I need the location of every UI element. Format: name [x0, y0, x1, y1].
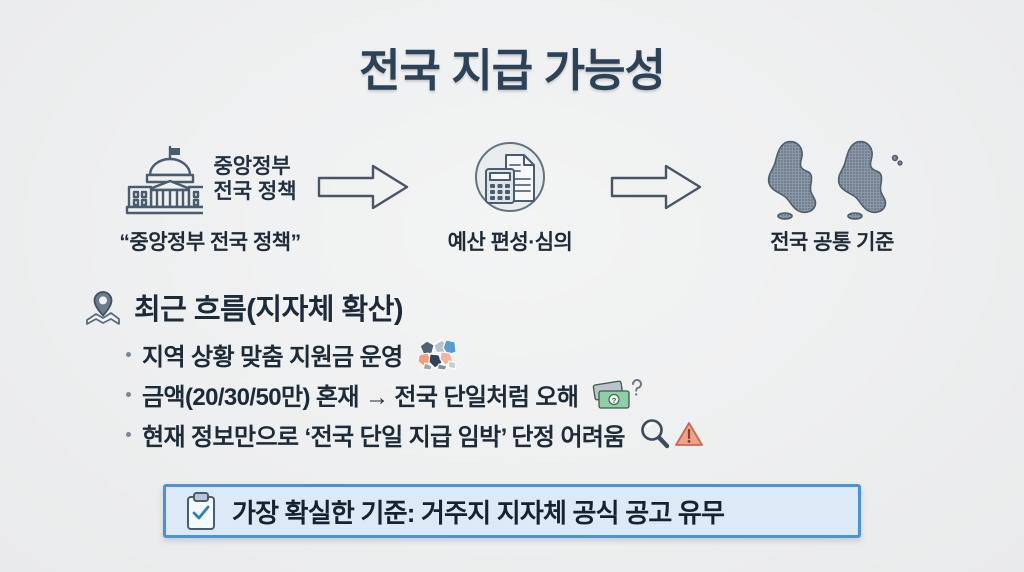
- map-pin-icon: [84, 288, 122, 326]
- list-item: 금액(20/30/50만) 혼재 → 전국 단일처럼 오해 ?: [126, 374, 926, 414]
- magnifier-icon: [638, 417, 672, 451]
- question-mark-icon: [632, 379, 643, 396]
- svg-text:?: ?: [612, 396, 617, 405]
- callout-box: 가장 확실한 기준: 거주지 지자체 공식 공고 유무: [163, 484, 861, 538]
- bullet-icons-3: [638, 417, 704, 451]
- section-heading: 최근 흐름(지자체 확산): [84, 286, 404, 328]
- clipboard-check-icon: [184, 491, 218, 531]
- page-title: 전국 지급 가능성: [359, 45, 666, 96]
- warning-triangle-icon: [674, 419, 704, 449]
- calculator-document-icon: [468, 137, 552, 221]
- flow-node-caption-central-government: “중앙정부 전국 정책”: [119, 231, 301, 254]
- bullet-icons-1: [416, 337, 458, 371]
- section-heading-label: 최근 흐름(지자체 확산): [134, 294, 404, 326]
- flow-node-central-government: 중앙정부 전국 정책 “중앙정부 전국 정책”: [60, 136, 360, 256]
- bullet-icons-2: ?: [591, 374, 647, 414]
- bullet-dot-icon: [126, 431, 131, 437]
- regional-map-icon: [416, 337, 458, 371]
- bullet-dot-icon: [126, 391, 131, 397]
- money-bills-icon: ?: [591, 374, 647, 414]
- right-arrow-icon-2: [608, 162, 704, 212]
- bullet-text-1: 지역 상황 맞춤 지원금 운영: [142, 343, 403, 371]
- list-item: 지역 상황 맞춤 지원금 운영: [126, 334, 926, 374]
- capitol-building-icon: [123, 139, 204, 219]
- right-arrow-icon-1: [315, 162, 411, 212]
- bullet-dot-icon: [126, 351, 131, 357]
- flow-node-nationwide-standard: 전국 공통 기준: [700, 136, 964, 256]
- korea-map-icon: [757, 136, 907, 222]
- bullet-list: 지역 상황 맞춤 지원금 운영: [126, 334, 926, 454]
- bullet-text-2: 금액(20/30/50만) 혼재 → 전국 단일처럼 오해: [142, 383, 579, 411]
- list-item: 현재 정보만으로 ‘전국 단일 지급 임박’ 단정 어려움: [126, 414, 926, 454]
- flow-node-label-central-government: 중앙정부 전국 정책: [213, 154, 297, 203]
- flow-node-budget-review: 예산 편성·심의: [390, 136, 630, 256]
- callout-label: 가장 확실한 기준: 거주지 지자체 공식 공고 유무: [232, 497, 725, 528]
- bullet-text-3: 현재 정보만으로 ‘전국 단일 지급 임박’ 단정 어려움: [142, 423, 625, 451]
- flow-node-caption-nationwide-standard: 전국 공통 기준: [770, 231, 894, 254]
- flow-node-caption-budget-review: 예산 편성·심의: [447, 231, 573, 254]
- flow-diagram: 중앙정부 전국 정책 “중앙정부 전국 정책”: [60, 136, 964, 268]
